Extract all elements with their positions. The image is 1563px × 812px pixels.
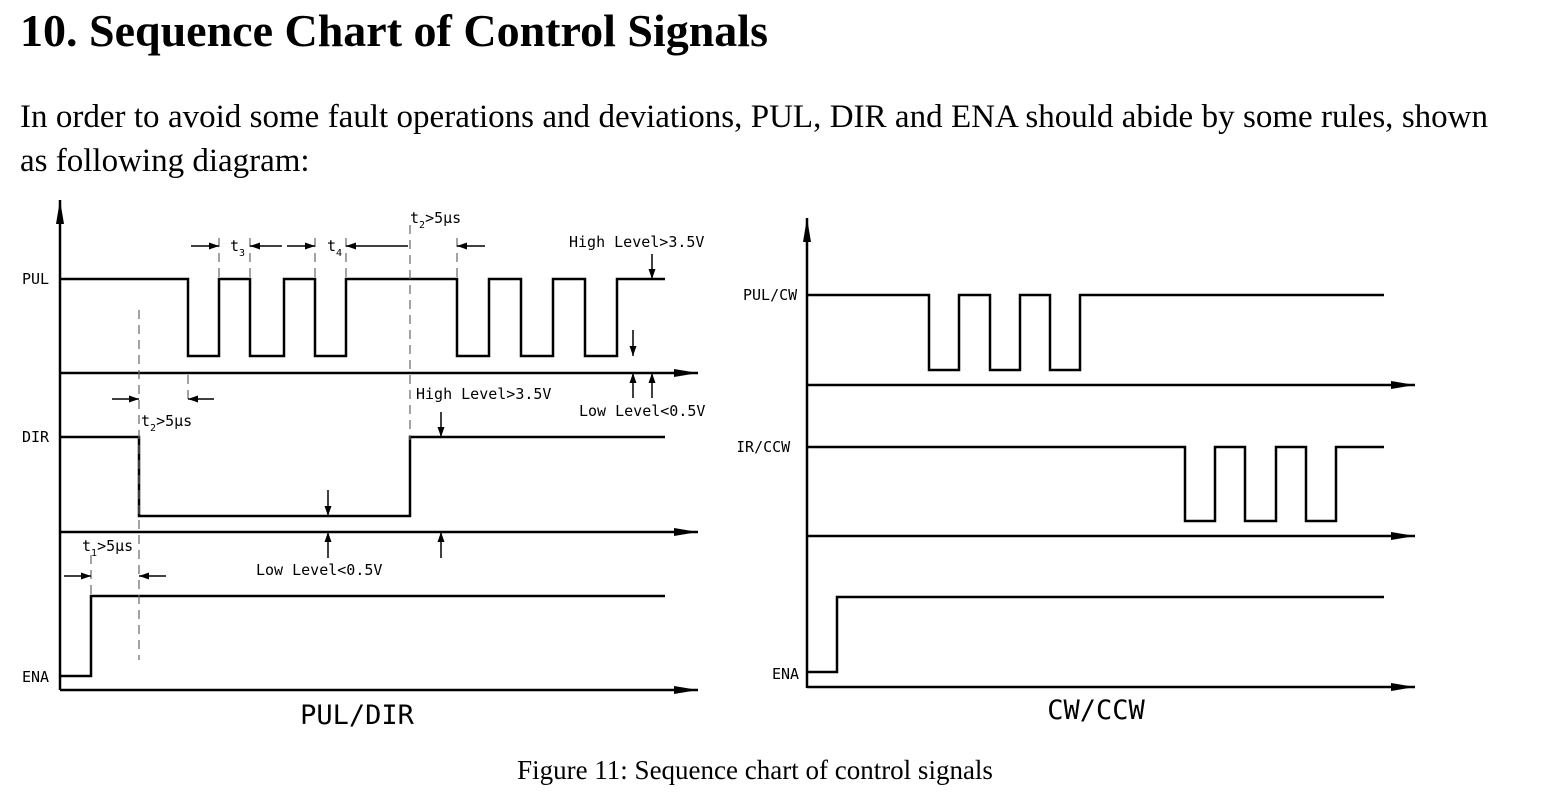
ena-r-waveform: [807, 595, 1384, 674]
t2-top-label: t2>5μs: [410, 209, 461, 231]
pul-high-level-label: High Level>3.5V: [569, 233, 704, 251]
dir-label: DIR: [22, 428, 50, 446]
pul-dir-diagram: PUL DIR ENA t2>5μs t3 t4 High Level>3.5V…: [22, 200, 705, 731]
pul-cw-waveform: [807, 293, 1384, 372]
cw-ccw-diagram: PUL/CW DIR/CCW ENA CW/CCW: [727, 218, 1415, 726]
pul-waveform: [60, 277, 665, 358]
t4-label: t4: [327, 237, 342, 259]
dir-ccw-waveform: [807, 445, 1384, 523]
section-heading: 10. Sequence Chart of Control Signals: [20, 5, 768, 56]
pul-low-level-label: Low Level<0.5V: [579, 402, 705, 420]
figure-caption: Figure 11: Sequence chart of control sig…: [517, 755, 993, 785]
cw-ccw-title: CW/CCW: [1047, 695, 1145, 726]
dir-ccw-label: DIR/CCW: [727, 438, 791, 456]
pul-cw-label: PUL/CW: [743, 286, 798, 304]
ena-r-label: ENA: [772, 665, 799, 683]
ena-label: ENA: [22, 668, 49, 686]
dir-waveform: [60, 435, 665, 518]
label-crop-mask: [720, 432, 738, 458]
t1-label: t1>5μs: [82, 537, 133, 559]
pul-dir-title: PUL/DIR: [300, 700, 415, 731]
t2-dir-label: t2>5μs: [141, 412, 192, 434]
intro-paragraph: In order to avoid some fault operations …: [20, 99, 1488, 179]
t3-label: t3: [230, 237, 245, 259]
dir-high-level-label: High Level>3.5V: [416, 385, 551, 403]
ena-waveform: [60, 594, 665, 678]
pul-label: PUL: [22, 270, 49, 288]
dir-low-level-label: Low Level<0.5V: [256, 561, 382, 579]
